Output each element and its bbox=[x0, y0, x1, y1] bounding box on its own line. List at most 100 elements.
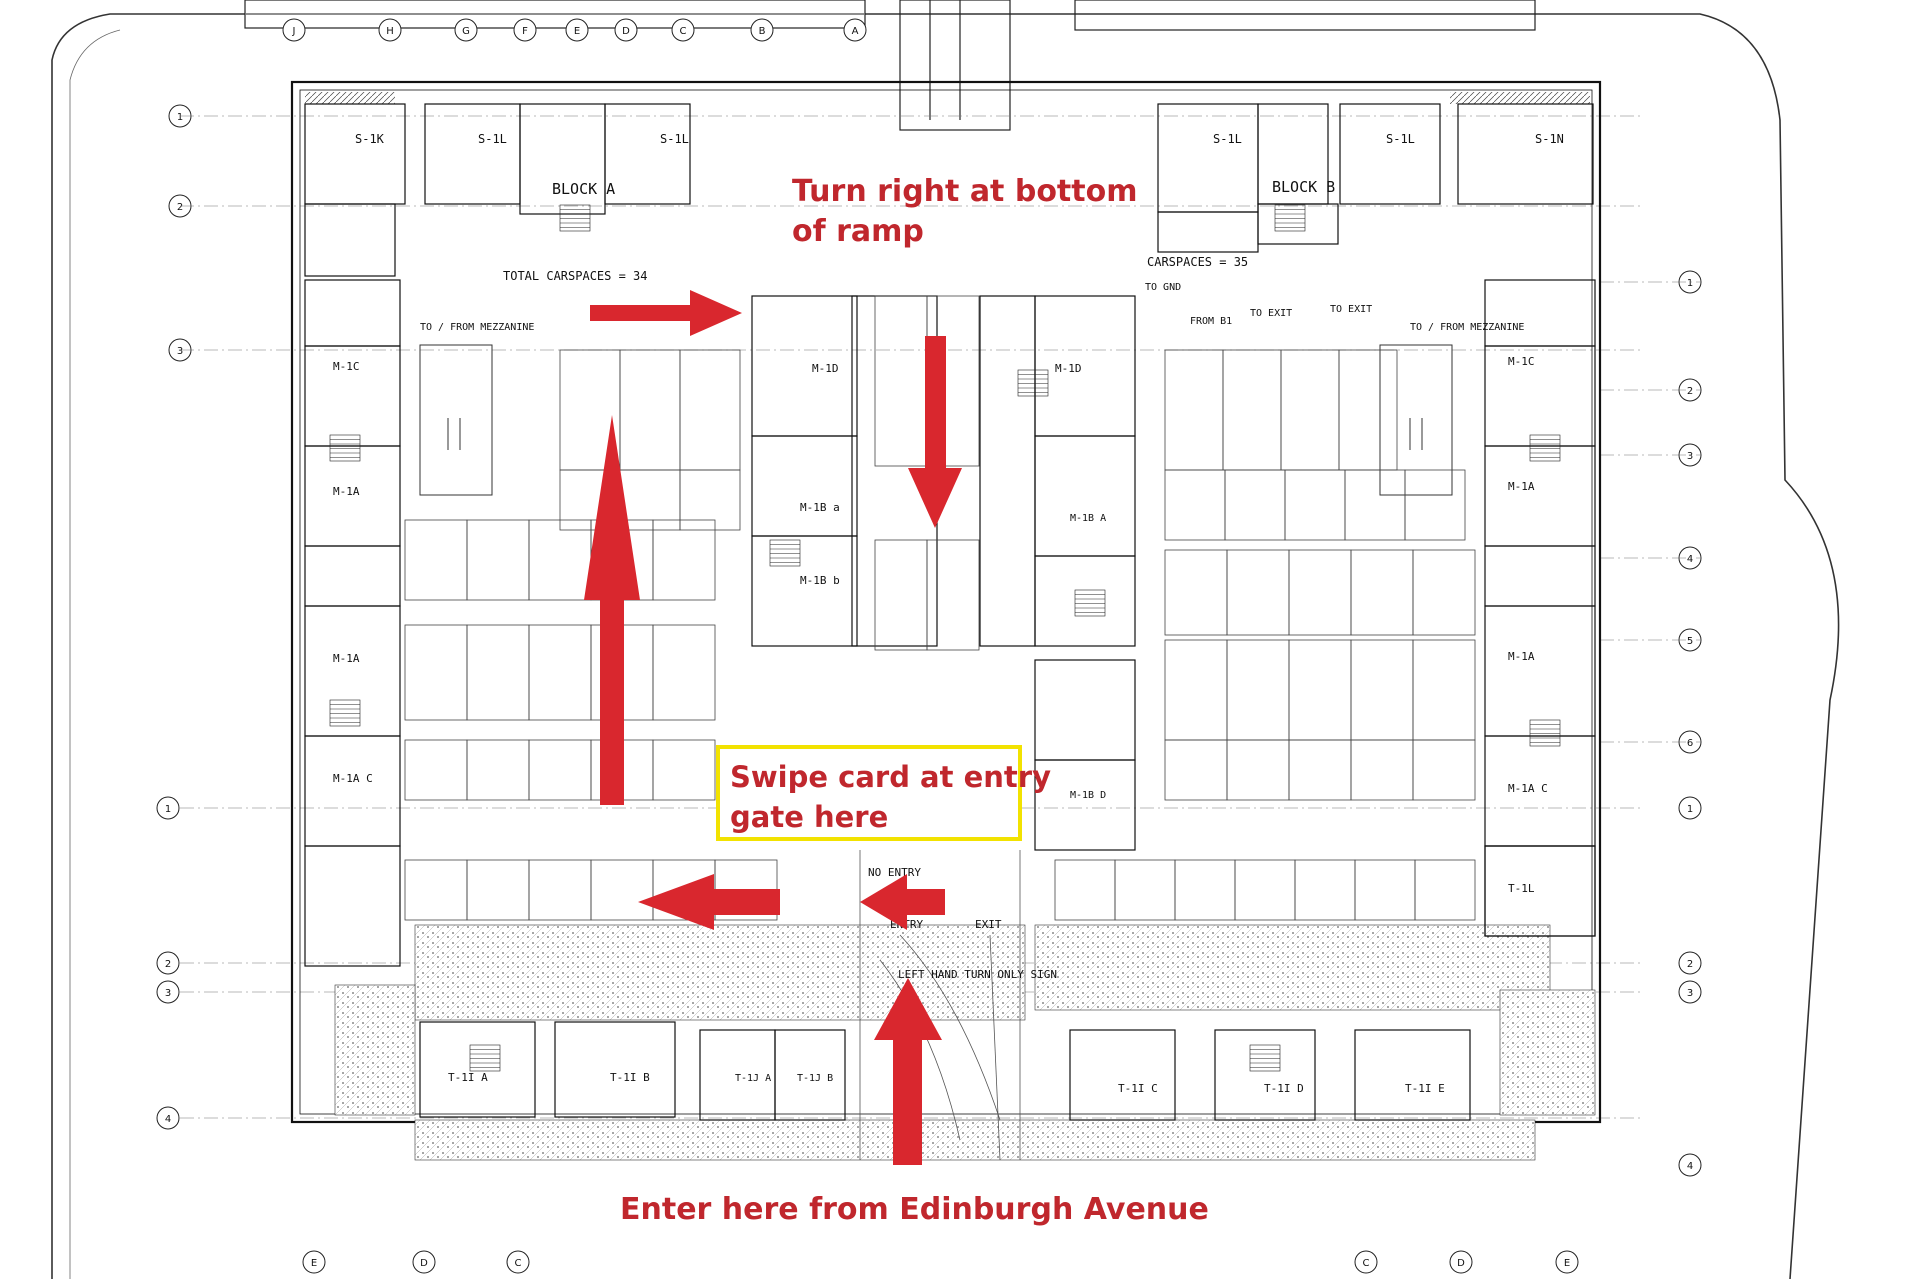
unit-m1d-right: M-1D bbox=[1055, 362, 1082, 375]
unit-m1a-right-2: M-1A bbox=[1508, 650, 1535, 663]
svg-text:1: 1 bbox=[1687, 804, 1693, 815]
top-structures bbox=[244, 0, 1536, 131]
grid-bubble-bottom-5: E bbox=[1555, 1250, 1579, 1274]
svg-text:E: E bbox=[311, 1258, 317, 1269]
no-entry-label: NO ENTRY bbox=[868, 866, 921, 879]
svg-text:A: A bbox=[852, 26, 859, 37]
turn-right-line-2: of ramp bbox=[792, 214, 924, 249]
unit-s1k: S-1K bbox=[355, 132, 385, 146]
unit-m1a-left-2: M-1A bbox=[333, 652, 360, 665]
grid-bubble-left-3: 1 bbox=[156, 796, 180, 820]
grid-bubble-top-6: C bbox=[671, 18, 695, 42]
stairs bbox=[329, 204, 1561, 1072]
unit-m1bd: M-1B D bbox=[1070, 790, 1106, 801]
swipe-card-callout: Swipe card at entry gate here bbox=[716, 745, 1051, 841]
site-boundary bbox=[51, 13, 1840, 1279]
swipe-card-line-1: Swipe card at entry bbox=[730, 760, 1051, 794]
grid-bubble-right-8: 3 bbox=[1678, 980, 1702, 1004]
svg-text:3: 3 bbox=[1687, 988, 1693, 999]
svg-text:H: H bbox=[386, 26, 394, 37]
grid-bubble-right-9: 4 bbox=[1678, 1153, 1702, 1177]
grid-bubble-left-6: 4 bbox=[156, 1106, 180, 1130]
arrow-up-entry bbox=[874, 978, 942, 1165]
svg-text:J: J bbox=[292, 26, 296, 37]
direction-arrows bbox=[584, 290, 962, 1165]
svg-text:D: D bbox=[420, 1258, 428, 1269]
svg-text:C: C bbox=[1363, 1258, 1370, 1269]
to-exit-2: TO EXIT bbox=[1330, 304, 1372, 315]
svg-text:5: 5 bbox=[1687, 636, 1693, 647]
svg-text:1: 1 bbox=[1687, 278, 1693, 289]
svg-text:2: 2 bbox=[1687, 959, 1693, 970]
grid-bubble-top-3: F bbox=[513, 18, 537, 42]
grid-bubble-top-8: A bbox=[843, 18, 867, 42]
unit-m1a-right-1: M-1A bbox=[1508, 480, 1535, 493]
grid-bubble-bottom-0: E bbox=[302, 1250, 326, 1274]
grid-bubble-left-4: 2 bbox=[156, 951, 180, 975]
arrow-left-lower-a bbox=[638, 874, 780, 930]
carspaces-left: TOTAL CARSPACES = 34 bbox=[503, 269, 648, 283]
unit-m1ba: M-1B a bbox=[800, 501, 840, 514]
arrow-right-top bbox=[590, 290, 742, 336]
unit-s1l-b: S-1L bbox=[660, 132, 689, 146]
svg-text:E: E bbox=[574, 26, 580, 37]
to-exit-1: TO EXIT bbox=[1250, 308, 1292, 319]
to-from-mezzanine-left: TO / FROM MEZZANINE bbox=[420, 322, 534, 333]
block-b-label: BLOCK B bbox=[1272, 178, 1335, 196]
arrow-down-center bbox=[908, 336, 962, 528]
unit-s1l-a: S-1L bbox=[478, 132, 507, 146]
unit-m1a-left-1: M-1A bbox=[333, 485, 360, 498]
unit-t1id: T-1I D bbox=[1264, 1082, 1304, 1095]
svg-text:3: 3 bbox=[165, 988, 171, 999]
side-units bbox=[304, 279, 1596, 967]
grid-bubble-right-7: 2 bbox=[1678, 951, 1702, 975]
ramps bbox=[419, 344, 1453, 496]
grid-bubble-right-6: 1 bbox=[1678, 796, 1702, 820]
grid-bubble-top-7: B bbox=[750, 18, 774, 42]
unit-s1l-c: S-1L bbox=[1213, 132, 1242, 146]
svg-text:4: 4 bbox=[1687, 554, 1693, 565]
grid-bubble-bottom-2: C bbox=[506, 1250, 530, 1274]
svg-text:3: 3 bbox=[1687, 451, 1693, 462]
grid-bubble-top-5: D bbox=[614, 18, 638, 42]
svg-text:2: 2 bbox=[165, 959, 171, 970]
svg-text:3: 3 bbox=[177, 346, 183, 357]
to-gnd: TO GND bbox=[1145, 282, 1181, 293]
block-a-label: BLOCK A bbox=[552, 180, 615, 198]
svg-text:6: 6 bbox=[1687, 738, 1693, 749]
unit-m1ac-left: M-1A C bbox=[333, 772, 373, 785]
unit-m1d-left: M-1D bbox=[812, 362, 839, 375]
svg-text:D: D bbox=[1457, 1258, 1465, 1269]
unit-m1c-left: M-1C bbox=[333, 360, 360, 373]
enter-here-annotation: Enter here from Edinburgh Avenue bbox=[620, 1192, 1209, 1227]
svg-text:F: F bbox=[522, 26, 528, 37]
svg-text:D: D bbox=[622, 26, 630, 37]
svg-text:B: B bbox=[759, 26, 766, 37]
unit-m1ba-r: M-1B A bbox=[1070, 513, 1106, 524]
unit-t1ib: T-1I B bbox=[610, 1071, 650, 1084]
svg-text:C: C bbox=[515, 1258, 522, 1269]
svg-text:4: 4 bbox=[1687, 1161, 1693, 1172]
swipe-card-line-2: gate here bbox=[730, 800, 889, 834]
plan-labels: BLOCK A BLOCK B TOTAL CARSPACES = 34 CAR… bbox=[333, 132, 1564, 1095]
upper-units bbox=[304, 103, 1594, 277]
left-hand-turn-label: LEFT HAND TURN ONLY SIGN bbox=[898, 968, 1057, 981]
unit-m1ac-right: M-1A C bbox=[1508, 782, 1548, 795]
grid-bubble-left-5: 3 bbox=[156, 980, 180, 1004]
grid-bubble-top-0: J bbox=[282, 18, 306, 42]
svg-text:2: 2 bbox=[177, 202, 183, 213]
svg-text:4: 4 bbox=[165, 1114, 171, 1125]
unit-t1ie: T-1I E bbox=[1405, 1082, 1445, 1095]
unit-s1l-d: S-1L bbox=[1386, 132, 1415, 146]
grid-bubble-bottom-4: D bbox=[1449, 1250, 1473, 1274]
grid-bubble-bottom-1: D bbox=[412, 1250, 436, 1274]
unit-t1ja: T-1J A bbox=[735, 1073, 771, 1084]
svg-text:G: G bbox=[462, 26, 470, 37]
arrow-up-left bbox=[584, 415, 640, 805]
unit-t1ic: T-1I C bbox=[1118, 1082, 1158, 1095]
